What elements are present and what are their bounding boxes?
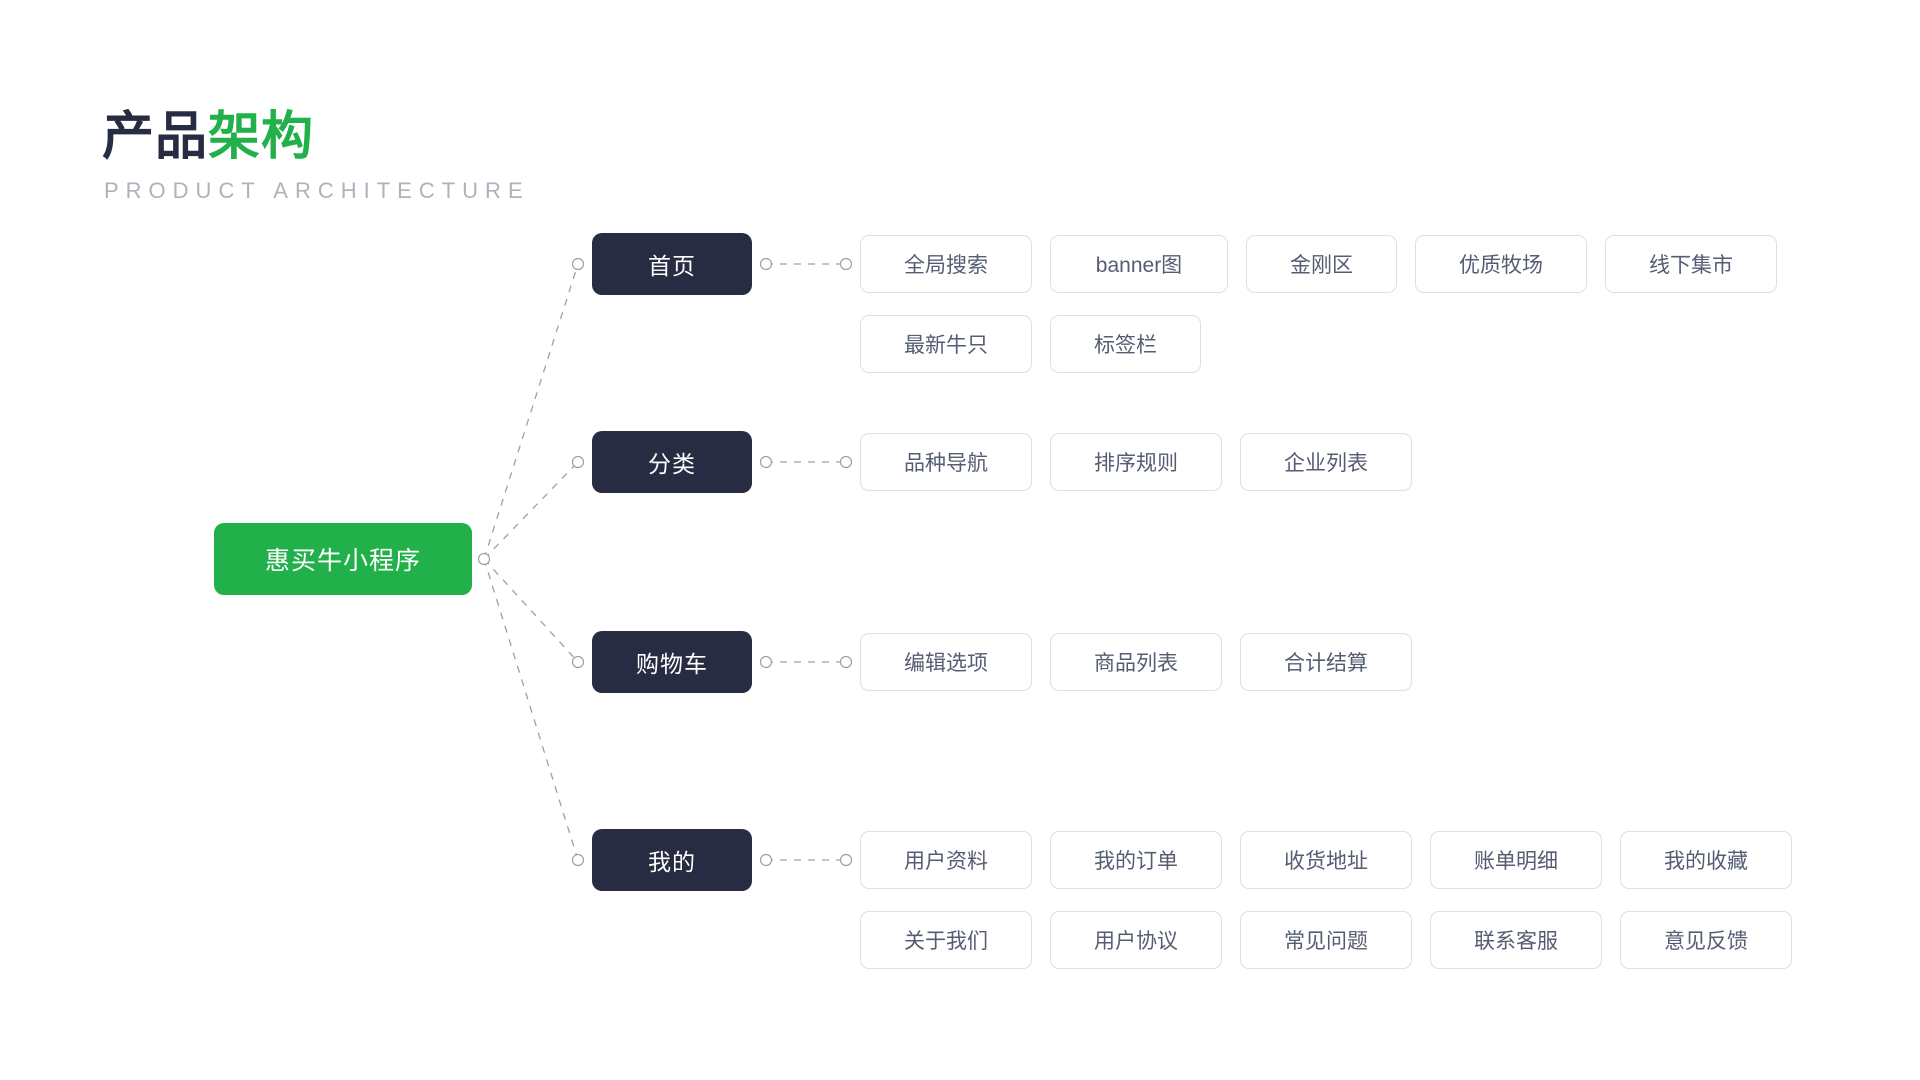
leaf-inbound-dot — [839, 853, 853, 867]
page-title-dark-segment: 产品 — [102, 108, 209, 166]
leaf-node[interactable]: 品种导航 — [860, 433, 1032, 491]
leaf-node-label: 最新牛只 — [904, 334, 988, 357]
leaf-node[interactable]: 合计结算 — [1240, 633, 1412, 691]
leaf-node[interactable]: banner图 — [1050, 235, 1228, 293]
root-node-label: 惠买牛小程序 — [264, 547, 421, 575]
leaf-node[interactable]: 金刚区 — [1246, 235, 1397, 293]
page-header: 产品架构 PRODUCT ARCHITECTURE — [102, 108, 530, 204]
leaf-inbound-dot — [839, 455, 853, 469]
root-node[interactable]: 惠买牛小程序 — [214, 523, 472, 595]
leaf-node[interactable]: 优质牧场 — [1415, 235, 1587, 293]
leaf-node-label: 线下集市 — [1649, 254, 1733, 277]
leaf-node-label: 排序规则 — [1094, 452, 1178, 475]
leaf-node[interactable]: 用户资料 — [860, 831, 1032, 889]
leaf-node-label: 账单明细 — [1474, 850, 1558, 873]
leaf-node-label: 收货地址 — [1284, 850, 1368, 873]
leaf-node[interactable]: 最新牛只 — [860, 315, 1032, 373]
leaf-node-label: 商品列表 — [1094, 652, 1178, 675]
root-to-category-link — [483, 461, 579, 560]
leaf-node-label: 意见反馈 — [1664, 930, 1748, 953]
category-node[interactable]: 我的 — [592, 829, 752, 891]
leaf-node[interactable]: 关于我们 — [860, 911, 1032, 969]
leaf-node-label: 企业列表 — [1284, 452, 1368, 475]
category-node[interactable]: 首页 — [592, 233, 752, 295]
leaf-node[interactable]: 全局搜索 — [860, 235, 1032, 293]
leaf-node-label: 品种导航 — [904, 452, 988, 475]
leaf-node-label: 合计结算 — [1284, 652, 1368, 675]
leaf-node-label: 用户协议 — [1094, 930, 1178, 953]
leaf-node-label: 金刚区 — [1290, 254, 1353, 277]
page-title: 产品架构 — [102, 108, 530, 168]
category-node[interactable]: 分类 — [592, 431, 752, 493]
category-outbound-dot — [759, 257, 773, 271]
root-to-category-link — [483, 263, 579, 560]
category-node-label: 购物车 — [636, 651, 708, 677]
leaf-node-label: 用户资料 — [904, 850, 988, 873]
leaf-node[interactable]: 标签栏 — [1050, 315, 1201, 373]
leaf-node[interactable]: 排序规则 — [1050, 433, 1222, 491]
leaf-node-label: 优质牧场 — [1459, 254, 1543, 277]
leaf-inbound-dot — [839, 257, 853, 271]
leaf-node[interactable]: 用户协议 — [1050, 911, 1222, 969]
category-outbound-dot — [759, 655, 773, 669]
leaf-node[interactable]: 企业列表 — [1240, 433, 1412, 491]
root-to-category-link — [483, 558, 579, 663]
leaf-node-label: 标签栏 — [1094, 334, 1157, 357]
leaf-node[interactable]: 常见问题 — [1240, 911, 1412, 969]
leaf-node[interactable]: 编辑选项 — [860, 633, 1032, 691]
leaf-node[interactable]: 联系客服 — [1430, 911, 1602, 969]
leaf-node[interactable]: 我的收藏 — [1620, 831, 1792, 889]
leaf-node[interactable]: 意见反馈 — [1620, 911, 1792, 969]
category-node-label: 分类 — [648, 451, 696, 477]
category-node[interactable]: 购物车 — [592, 631, 752, 693]
leaf-node-label: 全局搜索 — [904, 254, 988, 277]
leaf-node[interactable]: 商品列表 — [1050, 633, 1222, 691]
page-subtitle: PRODUCT ARCHITECTURE — [104, 177, 530, 203]
leaf-node[interactable]: 线下集市 — [1605, 235, 1777, 293]
category-inbound-dot — [571, 655, 585, 669]
page-title-green-segment: 架构 — [208, 108, 315, 166]
leaf-node[interactable]: 收货地址 — [1240, 831, 1412, 889]
category-inbound-dot — [571, 257, 585, 271]
leaf-node[interactable]: 账单明细 — [1430, 831, 1602, 889]
leaf-node-label: 我的收藏 — [1664, 850, 1748, 873]
leaf-node-label: 编辑选项 — [904, 652, 988, 675]
category-node-label: 首页 — [648, 253, 696, 279]
leaf-node-label: banner图 — [1095, 254, 1183, 277]
category-node-label: 我的 — [648, 849, 696, 875]
root-to-category-link — [483, 558, 579, 861]
leaf-inbound-dot — [839, 655, 853, 669]
category-inbound-dot — [571, 853, 585, 867]
leaf-node-label: 我的订单 — [1094, 850, 1178, 873]
category-outbound-dot — [759, 853, 773, 867]
category-outbound-dot — [759, 455, 773, 469]
root-hub-dot — [477, 552, 491, 566]
leaf-node[interactable]: 我的订单 — [1050, 831, 1222, 889]
leaf-node-label: 常见问题 — [1284, 930, 1368, 953]
leaf-node-label: 联系客服 — [1474, 930, 1558, 953]
leaf-node-label: 关于我们 — [904, 930, 988, 953]
category-inbound-dot — [571, 455, 585, 469]
